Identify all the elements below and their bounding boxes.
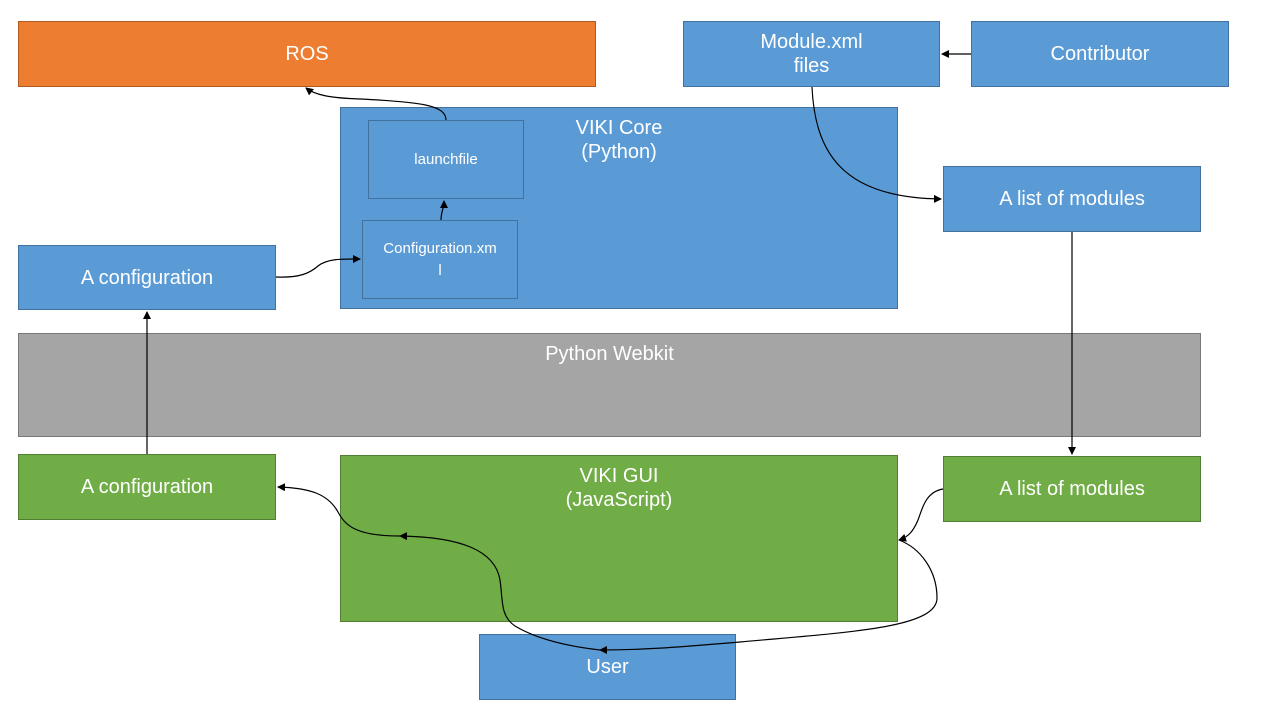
configuration-xml-label: Configuration.xm l bbox=[383, 239, 497, 279]
configuration-top-label: A configuration bbox=[80, 266, 214, 289]
viki-core-label: VIKI Core (Python) bbox=[575, 117, 663, 163]
ros-label: ROS bbox=[285, 43, 329, 65]
configuration-top-box: A configuration bbox=[18, 245, 276, 310]
viki-gui-label: VIKI GUI (JavaScript) bbox=[565, 465, 673, 511]
python-webkit-label: Python Webkit bbox=[545, 343, 674, 365]
ros-box: ROS bbox=[18, 21, 596, 87]
module-xml-label: Module.xml files bbox=[760, 31, 863, 77]
python-webkit-box: Python Webkit bbox=[18, 333, 1201, 437]
user-box: User bbox=[479, 634, 736, 700]
arrow-list-modules-to-viki-gui bbox=[898, 488, 944, 542]
module-xml-box: Module.xml files bbox=[683, 21, 940, 87]
configuration-bottom-label: A configuration bbox=[80, 476, 214, 498]
configuration-bottom-box: A configuration bbox=[18, 454, 276, 520]
list-modules-top-label: A list of modules bbox=[999, 188, 1145, 210]
list-modules-bottom-box: A list of modules bbox=[943, 456, 1201, 522]
list-modules-top-box: A list of modules bbox=[943, 166, 1201, 232]
launchfile-label: launchfile bbox=[414, 150, 478, 168]
user-label: User bbox=[586, 656, 629, 678]
configuration-xml-box: Configuration.xm l bbox=[362, 220, 518, 299]
contributor-label: Contributor bbox=[1050, 43, 1150, 65]
launchfile-box: launchfile bbox=[368, 120, 524, 199]
list-modules-bottom-label: A list of modules bbox=[999, 478, 1145, 500]
contributor-box: Contributor bbox=[971, 21, 1229, 87]
viki-gui-box: VIKI GUI (JavaScript) bbox=[340, 455, 898, 622]
